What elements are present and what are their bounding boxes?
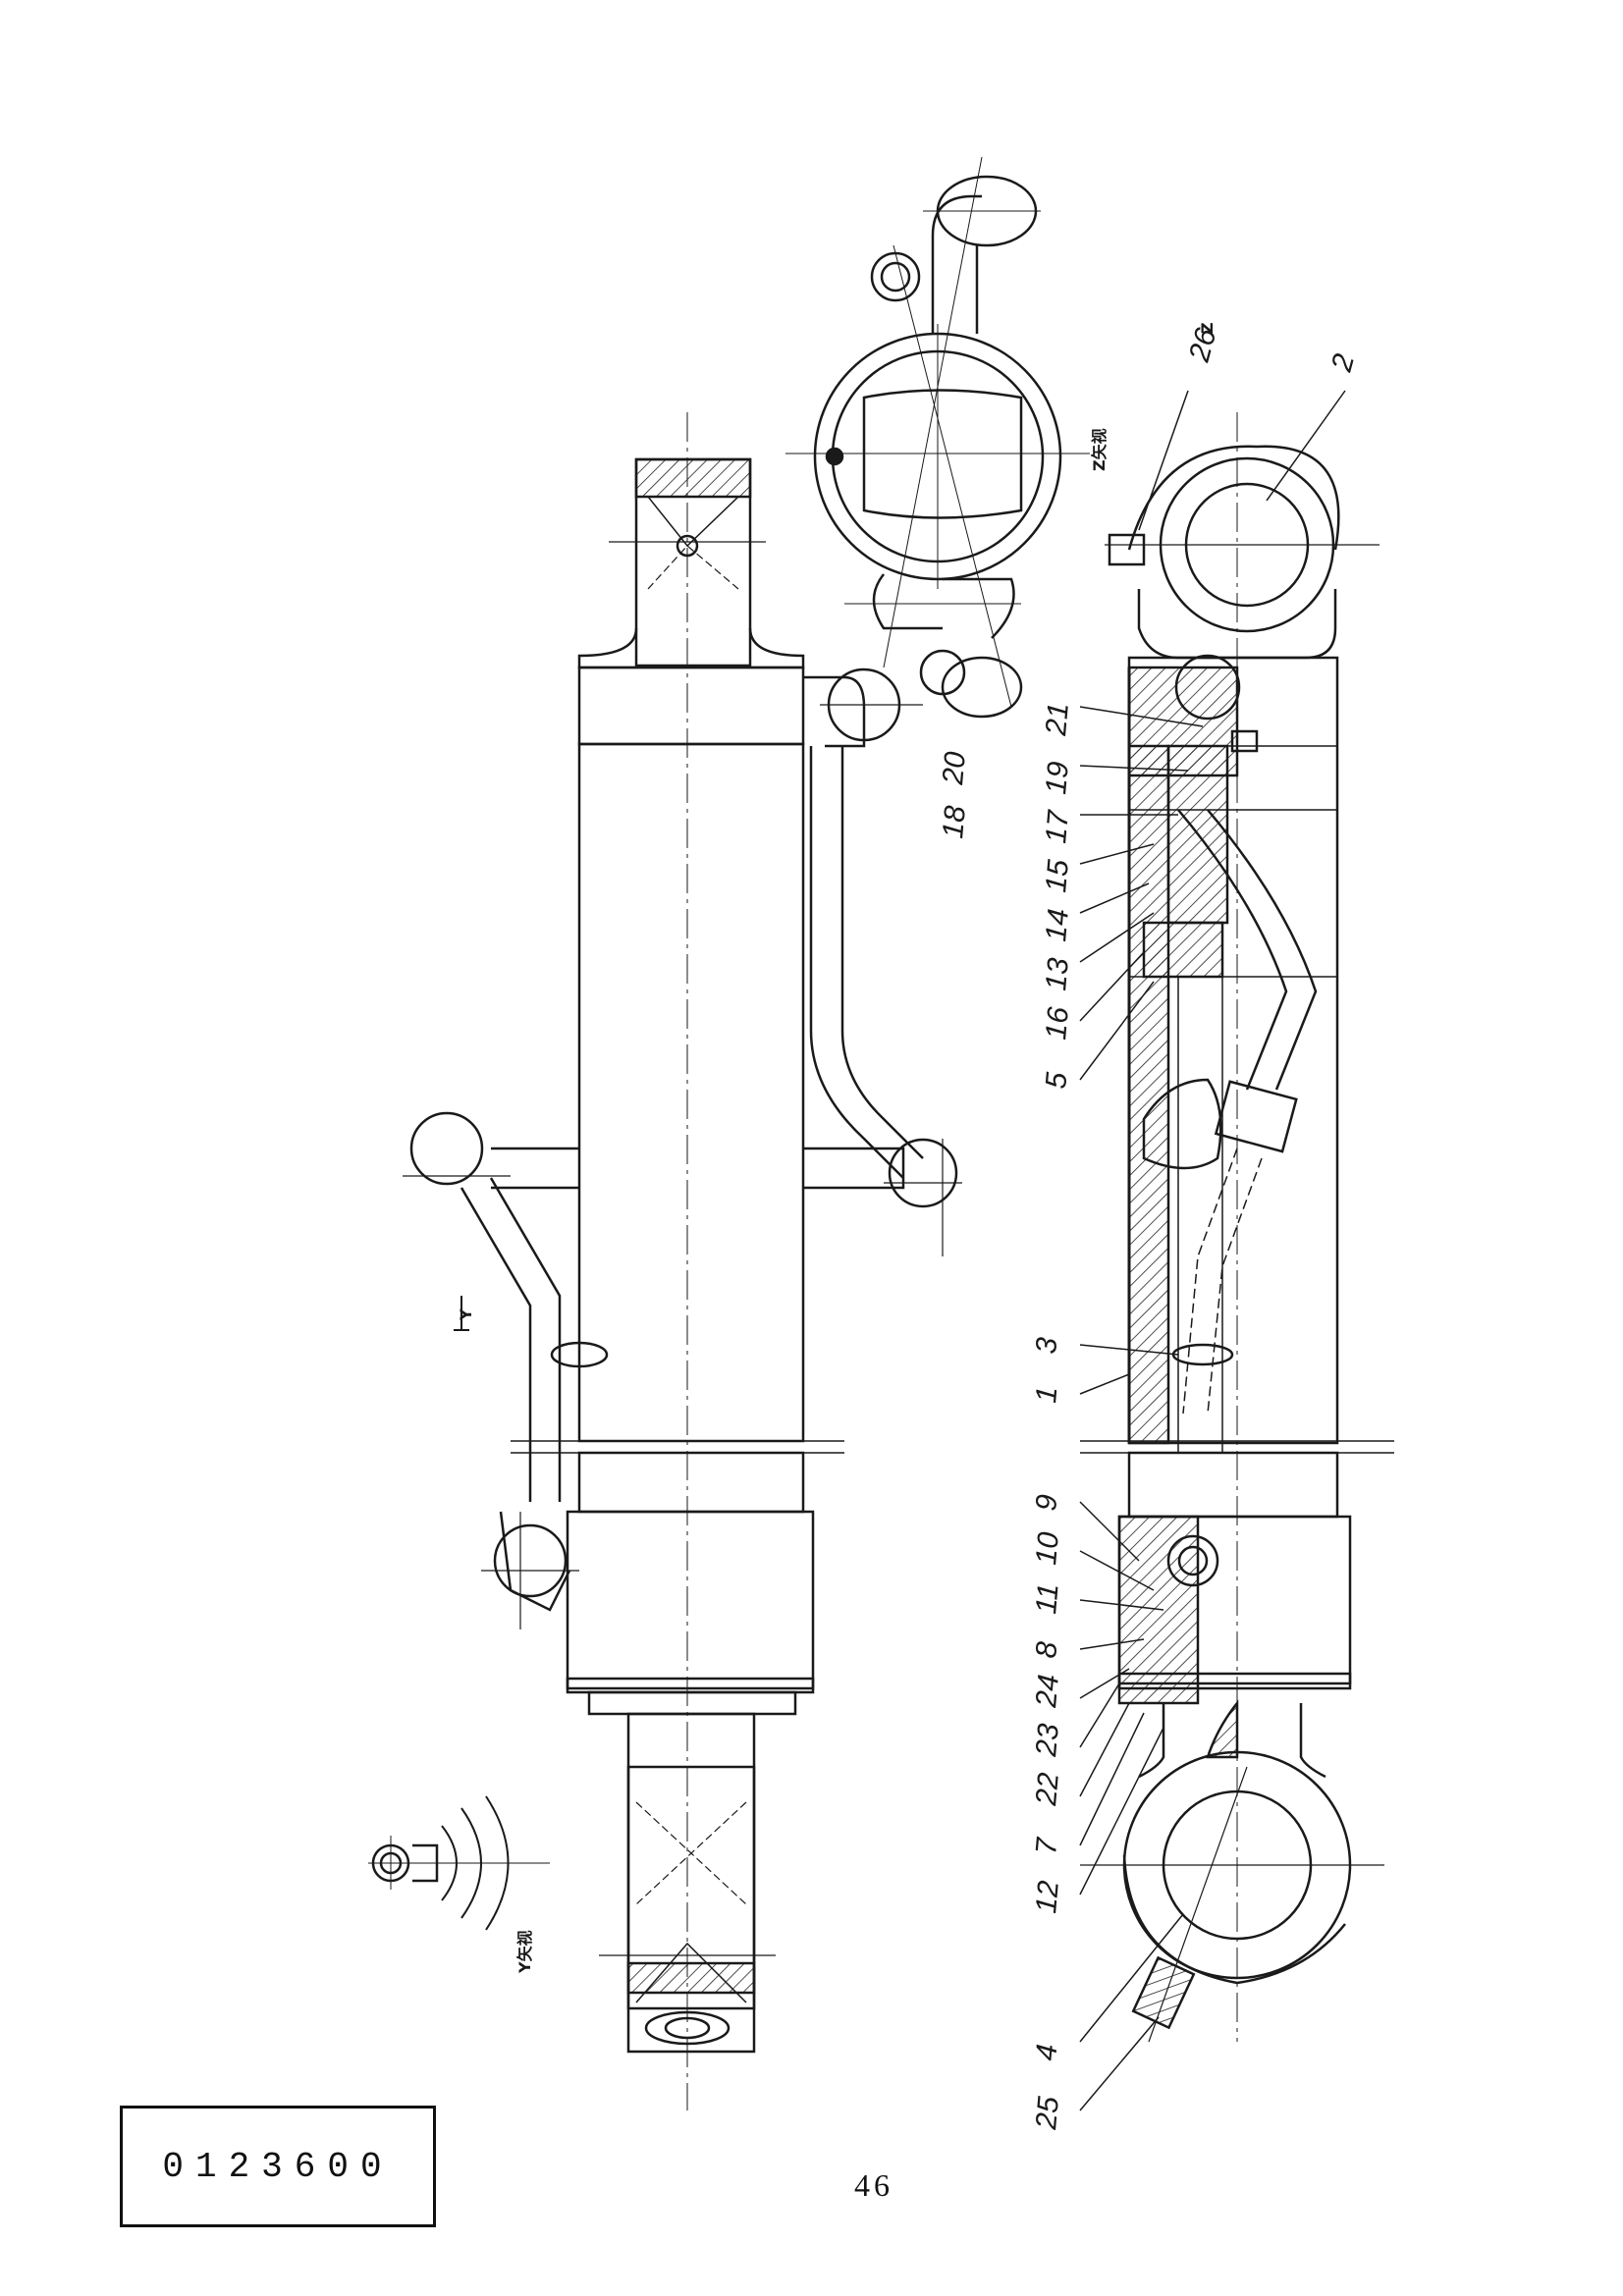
part-label-11: 11 bbox=[1030, 1582, 1065, 1616]
part-number-labels: 2 26 21 20 19 18 17 15 14 13 16 5 3 1 9 … bbox=[457, 322, 1361, 2131]
part-label-5: 5 bbox=[1040, 1071, 1073, 1091]
part-label-1: 1 bbox=[1030, 1385, 1063, 1405]
z-marker: Z bbox=[1198, 322, 1217, 334]
y-view-detail bbox=[368, 1795, 550, 1931]
part-label-16: 16 bbox=[1040, 1005, 1075, 1041]
part-label-9: 9 bbox=[1030, 1493, 1063, 1513]
y-view-label: Y矢视 bbox=[515, 1930, 534, 1974]
z-view-label: Z矢视 bbox=[1090, 428, 1109, 471]
drawing-code: 0123600 bbox=[162, 2146, 394, 2187]
part-label-22: 22 bbox=[1030, 1771, 1065, 1807]
part-label-17: 17 bbox=[1040, 808, 1075, 844]
part-label-20: 20 bbox=[937, 750, 972, 786]
y-marker: Y bbox=[457, 1308, 475, 1321]
front-view bbox=[403, 412, 962, 2110]
part-label-12: 12 bbox=[1030, 1879, 1065, 1914]
part-label-21: 21 bbox=[1040, 701, 1075, 737]
part-label-23: 23 bbox=[1030, 1722, 1065, 1758]
leader-lines bbox=[1079, 390, 1346, 2111]
section-view bbox=[1080, 412, 1394, 2043]
part-label-18: 18 bbox=[937, 804, 972, 839]
part-label-4: 4 bbox=[1030, 2043, 1063, 2062]
part-label-25: 25 bbox=[1030, 2095, 1065, 2131]
part-label-19: 19 bbox=[1040, 760, 1075, 795]
drawing-code-box: 0123600 bbox=[120, 2106, 436, 2227]
part-label-8: 8 bbox=[1030, 1640, 1063, 1660]
page-number: 46 bbox=[854, 2167, 893, 2203]
part-label-10: 10 bbox=[1030, 1530, 1065, 1566]
part-label-15: 15 bbox=[1040, 858, 1075, 893]
z-view-detail bbox=[785, 156, 1090, 719]
part-label-24: 24 bbox=[1030, 1673, 1065, 1709]
part-label-13: 13 bbox=[1040, 956, 1075, 991]
part-label-7: 7 bbox=[1030, 1836, 1063, 1856]
part-label-2: 2 bbox=[1325, 350, 1362, 376]
part-label-14: 14 bbox=[1040, 907, 1075, 942]
part-label-3: 3 bbox=[1030, 1336, 1063, 1356]
